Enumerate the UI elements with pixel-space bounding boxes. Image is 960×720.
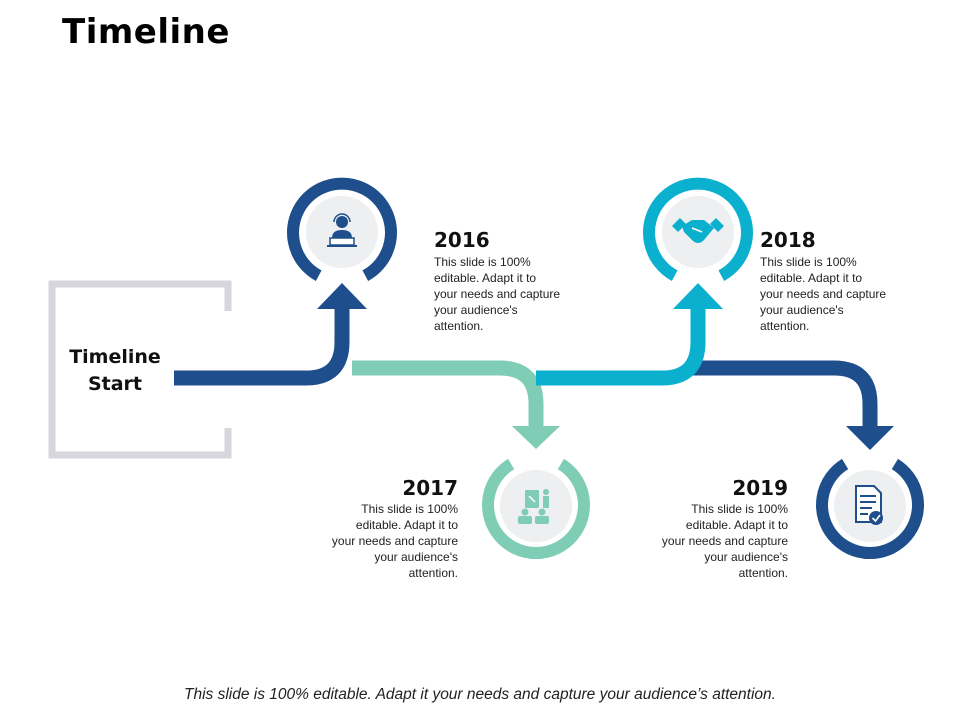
presentation-icon xyxy=(518,489,549,524)
document-check-icon xyxy=(855,485,883,525)
page-title: Timeline xyxy=(62,12,230,52)
milestone-2018-year: 2018 xyxy=(760,228,816,252)
footer-note: This slide is 100% editable. Adapt it yo… xyxy=(184,686,776,703)
milestone-2019-year: 2019 xyxy=(732,476,788,500)
support-agent-icon xyxy=(327,213,357,247)
connector-to-2018 xyxy=(536,300,706,386)
connector-to-2017 xyxy=(352,360,544,430)
milestone-2016-ring xyxy=(287,177,397,281)
milestone-2017-ring xyxy=(482,458,590,560)
start-frame xyxy=(48,280,232,459)
start-label-line2: Start xyxy=(87,373,143,395)
milestone-2017-description: This slide is 100% editable. Adapt it to… xyxy=(331,502,458,580)
handshake-icon xyxy=(672,218,724,243)
milestone-2016-year: 2016 xyxy=(434,228,490,252)
timeline-start-label: Timeline Start xyxy=(58,344,172,398)
start-label-line1: Timeline xyxy=(69,346,161,368)
milestone-2017-year: 2017 xyxy=(402,476,458,500)
arrow-down-2019 xyxy=(846,426,894,450)
connector-to-2016 xyxy=(174,300,350,386)
arrow-up-2016 xyxy=(317,283,367,309)
milestone-2016-description: This slide is 100% editable. Adapt it to… xyxy=(434,255,561,333)
milestone-2019-description: This slide is 100% editable. Adapt it to… xyxy=(661,502,788,580)
arrow-up-2018 xyxy=(673,283,723,309)
milestone-2018-description: This slide is 100% editable. Adapt it to… xyxy=(760,255,887,333)
connector-to-2019 xyxy=(690,360,878,430)
arrow-down-2017 xyxy=(512,426,560,449)
